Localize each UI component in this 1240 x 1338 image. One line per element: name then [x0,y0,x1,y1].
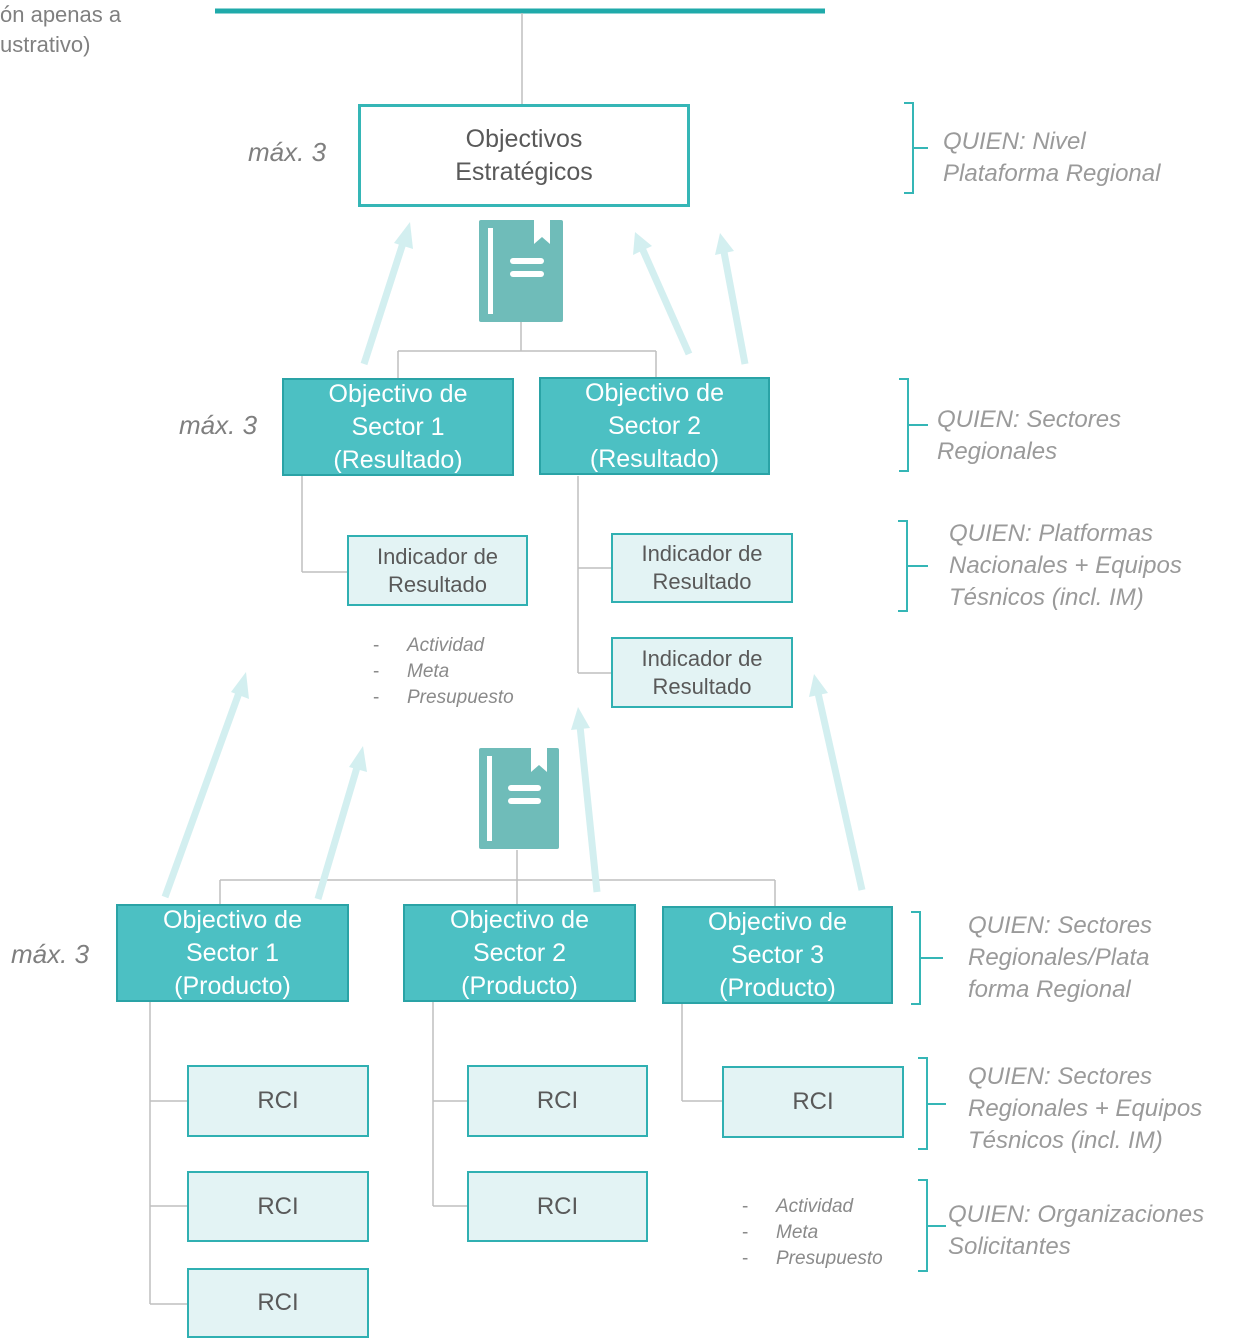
who-label-line: Regionales/Plata [968,944,1150,971]
arrow-up [314,746,367,900]
box-label-line: Objectivo de [585,378,724,407]
arrow-up [571,707,601,893]
bracket [918,1179,946,1272]
result-objective-sector-1: Objectivo de Sector 1 (Resultado) [282,378,514,476]
box-label-line: Resultado [652,673,752,699]
arrow-up [360,222,413,366]
brackets [898,102,946,1272]
box-label-line: Indicador de [641,645,763,671]
who-label: QUIEN: Sectores Regionales + Equipos Tés… [968,1061,1202,1157]
box-label-line: Sector 2 [472,938,567,967]
who-label-line: QUIEN: Organizaciones [948,1201,1205,1228]
box-label-line: Sector 1 [185,938,280,967]
bracket [918,1057,946,1150]
arrow-up [633,232,693,356]
strategic-objectives-box: Objectivos Estratégicos [358,104,690,207]
arrow-up [809,674,866,891]
top-note-line: ón apenas a [0,2,122,27]
box-label-line: Objectivo de [328,379,468,408]
upward-arrows [161,222,866,900]
who-label: QUIEN: Platformas Nacionales + Equipos T… [949,518,1182,614]
bracket [899,378,928,472]
arrow-up [715,233,749,365]
list-item: Meta [742,1220,883,1246]
box-label-line: Indicador de [376,543,499,569]
box-label-line: Objectivo de [163,905,302,934]
product-objective-sector-1: Objectivo de Sector 1 (Producto) [116,904,349,1002]
who-label-line: Tésnicos (incl. IM) [968,1127,1163,1154]
top-note-line: ustrativo) [0,32,91,57]
list-item: Meta [373,659,514,685]
max-label: máx. 3 [248,137,327,167]
bracket [911,911,943,1005]
box-label-line: (Producto) [719,973,836,1002]
who-label: QUIEN: Organizaciones Solicitantes [948,1199,1204,1263]
who-label: QUIEN: Sectores Regionales/Plata forma R… [968,910,1152,1006]
box-label-line: Sector 2 [607,411,702,440]
who-label-line: Nacionales + Equipos [949,552,1182,579]
who-label-line: Solicitantes [948,1233,1071,1260]
box-label-line: Objectivos [465,124,583,153]
result-objective-sector-2: Objectivo de Sector 2 (Resultado) [539,377,770,475]
box-label-line: Indicador de [641,541,763,566]
box-label-line: (Resultado) [589,444,720,473]
who-label-line: QUIEN: Nivel [943,128,1086,155]
who-label-line: Regionales + Equipos [968,1095,1203,1122]
box-label-line: Estratégicos [455,157,593,186]
top-note: ón apenas a ustrativo) [0,0,121,60]
list-item: Actividad [373,633,514,659]
list-item: Presupuesto [742,1246,883,1272]
who-label-line: QUIEN: Sectores [937,406,1122,433]
document-icon [479,748,559,849]
activity-list: Actividad Meta Presupuesto [742,1194,883,1272]
box-label-line: (Producto) [461,971,578,1000]
box-label-line: (Producto) [174,971,291,1000]
arrow-up [161,672,249,899]
who-label-line: Plataforma Regional [943,160,1161,187]
box-label-line: Resultado [652,569,752,594]
who-label-line: Regionales [937,438,1058,465]
product-objective-sector-2: Objectivo de Sector 2 (Producto) [403,904,636,1002]
rci-box: RCI [722,1066,904,1138]
list-item: Presupuesto [373,685,514,711]
who-label-line: QUIEN: Platformas [949,520,1154,547]
who-label-line: QUIEN: Sectores [968,912,1153,939]
rci-box: RCI [187,1268,369,1338]
who-label-line: forma Regional [968,976,1131,1003]
who-label-line: QUIEN: Sectores [968,1063,1153,1090]
product-objective-sector-3: Objectivo de Sector 3 (Producto) [662,906,893,1004]
activity-list: Actividad Meta Presupuesto [373,633,514,711]
document-icon [479,220,563,322]
who-label-line: Tésnicos (incl. IM) [949,584,1144,611]
rci-box: RCI [467,1171,648,1242]
box-label-line: Sector 1 [351,412,445,441]
list-item: Actividad [742,1194,883,1220]
max-label: máx. 3 [179,410,258,440]
result-indicator: Indicador de Resultado [611,533,793,603]
who-label: QUIEN: Sectores Regionales [937,404,1121,468]
bracket [898,520,928,612]
box-label-line: Sector 3 [730,940,825,969]
box-label-line: Objectivo de [450,905,589,934]
rci-box: RCI [467,1065,648,1137]
who-label: QUIEN: Nivel Plataforma Regional [943,126,1160,190]
rci-box: RCI [187,1065,369,1137]
box-label-line: (Resultado) [333,445,463,474]
rci-box: RCI [187,1171,369,1242]
box-label-line: Objectivo de [708,907,847,936]
bracket [904,102,928,194]
result-indicator: Indicador de Resultado [347,535,528,606]
result-indicator: Indicador de Resultado [611,637,793,708]
box-label-line: Resultado [387,571,488,597]
max-label: máx. 3 [11,939,90,969]
